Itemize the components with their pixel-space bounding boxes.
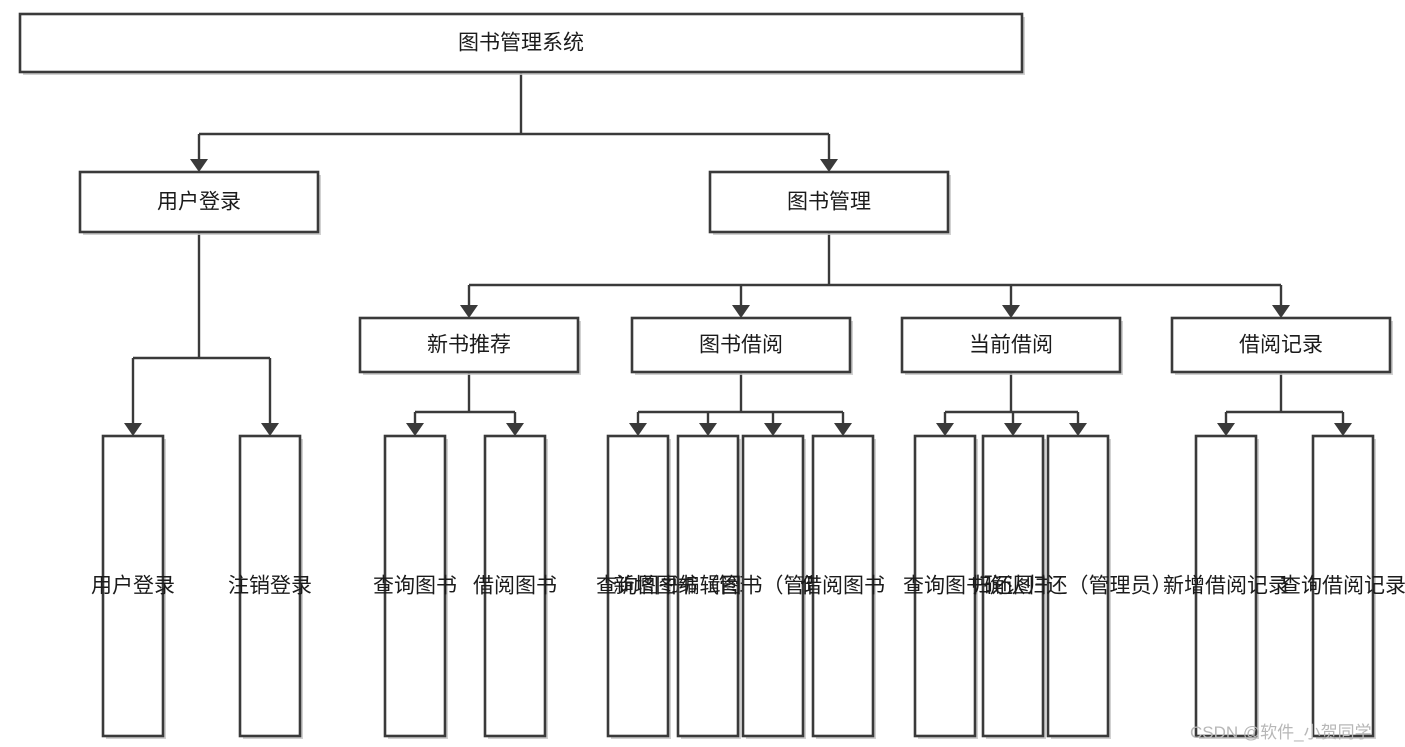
node-leaf-confirm-return[interactable]: 确认归还（管理员）	[984, 434, 1173, 739]
edge-group-new-book-recommend	[406, 372, 524, 436]
arrow-head-icon	[834, 423, 852, 436]
node-label-leaf-user-logout: 注销登录	[228, 575, 312, 598]
node-label-new-book-recommend: 新书推荐	[427, 334, 511, 357]
node-label-leaf-query-book-1: 查询图书	[373, 575, 457, 598]
node-leaf-query-book-3[interactable]: 查询图书	[903, 434, 987, 739]
edge-group-root	[190, 72, 838, 172]
node-leaf-user-login[interactable]: 用户登录	[91, 434, 175, 739]
node-leaf-borrow-book-1[interactable]: 借阅图书	[473, 434, 557, 739]
arrow-head-icon	[124, 423, 142, 436]
node-label-leaf-user-login: 用户登录	[91, 575, 175, 598]
edge-group-book-borrow	[629, 372, 852, 436]
node-book-borrow[interactable]: 图书借阅	[630, 316, 853, 375]
arrow-head-icon	[629, 423, 647, 436]
node-leaf-query-record[interactable]: 查询借阅记录	[1280, 434, 1405, 739]
node-label-book-manage: 图书管理	[787, 191, 871, 214]
arrow-head-icon	[1334, 423, 1352, 436]
arrow-head-icon	[1272, 305, 1290, 318]
node-label-current-borrow: 当前借阅	[969, 334, 1053, 357]
arrow-head-icon	[261, 423, 279, 436]
node-label-leaf-query-book-2: 查询图书	[596, 575, 680, 598]
node-leaf-borrow-book-2[interactable]: 借阅图书	[801, 434, 885, 739]
node-label-leaf-add-record: 新增借阅记录	[1163, 575, 1289, 598]
node-label-borrow-record: 借阅记录	[1239, 334, 1323, 357]
edge-group-user-login	[124, 232, 279, 436]
arrow-head-icon	[190, 159, 208, 172]
arrow-head-icon	[820, 159, 838, 172]
node-leaf-query-book-2[interactable]: 查询图书	[596, 434, 680, 739]
arrow-head-icon	[1069, 423, 1087, 436]
node-book-manage[interactable]: 图书管理	[708, 170, 951, 235]
node-label-root: 图书管理系统	[458, 32, 584, 55]
node-leaf-query-book-1[interactable]: 查询图书	[373, 434, 457, 739]
node-label-user-login: 用户登录	[157, 191, 241, 214]
node-label-leaf-confirm-return: 确认归还（管理员）	[984, 575, 1173, 598]
arrow-head-icon	[1002, 305, 1020, 318]
arrow-head-icon	[460, 305, 478, 318]
arrow-head-icon	[936, 423, 954, 436]
arrow-head-icon	[1217, 423, 1235, 436]
node-label-leaf-query-record: 查询借阅记录	[1280, 575, 1405, 598]
edge-group-book-manage	[460, 232, 1290, 318]
arrow-head-icon	[732, 305, 750, 318]
node-borrow-record[interactable]: 借阅记录	[1170, 316, 1393, 375]
arrow-head-icon	[764, 423, 782, 436]
node-leaf-user-logout[interactable]: 注销登录	[228, 434, 312, 739]
arrow-head-icon	[699, 423, 717, 436]
node-leaf-add-record[interactable]: 新增借阅记录	[1163, 434, 1289, 739]
boxes-layer: 图书管理系统用户登录图书管理新书推荐图书借阅当前借阅借阅记录用户登录注销登录查询…	[18, 12, 1405, 739]
node-label-leaf-borrow-book-2: 借阅图书	[801, 575, 885, 598]
node-root[interactable]: 图书管理系统	[18, 12, 1025, 75]
node-user-login[interactable]: 用户登录	[78, 170, 321, 235]
node-current-borrow[interactable]: 当前借阅	[900, 316, 1123, 375]
node-label-leaf-return-book: 归还图书	[971, 575, 1055, 598]
arrow-head-icon	[1004, 423, 1022, 436]
edges-layer	[124, 72, 1352, 436]
node-new-book-recommend[interactable]: 新书推荐	[358, 316, 581, 375]
node-leaf-return-book[interactable]: 归还图书	[971, 434, 1055, 739]
edge-group-borrow-record	[1217, 372, 1352, 436]
arrow-head-icon	[406, 423, 424, 436]
edge-group-current-borrow	[936, 372, 1087, 436]
node-label-leaf-borrow-book-1: 借阅图书	[473, 575, 557, 598]
arrow-head-icon	[506, 423, 524, 436]
node-label-book-borrow: 图书借阅	[699, 334, 783, 357]
node-label-leaf-query-book-3: 查询图书	[903, 575, 987, 598]
watermark: CSDN @软件_小贺同学	[1190, 723, 1372, 742]
